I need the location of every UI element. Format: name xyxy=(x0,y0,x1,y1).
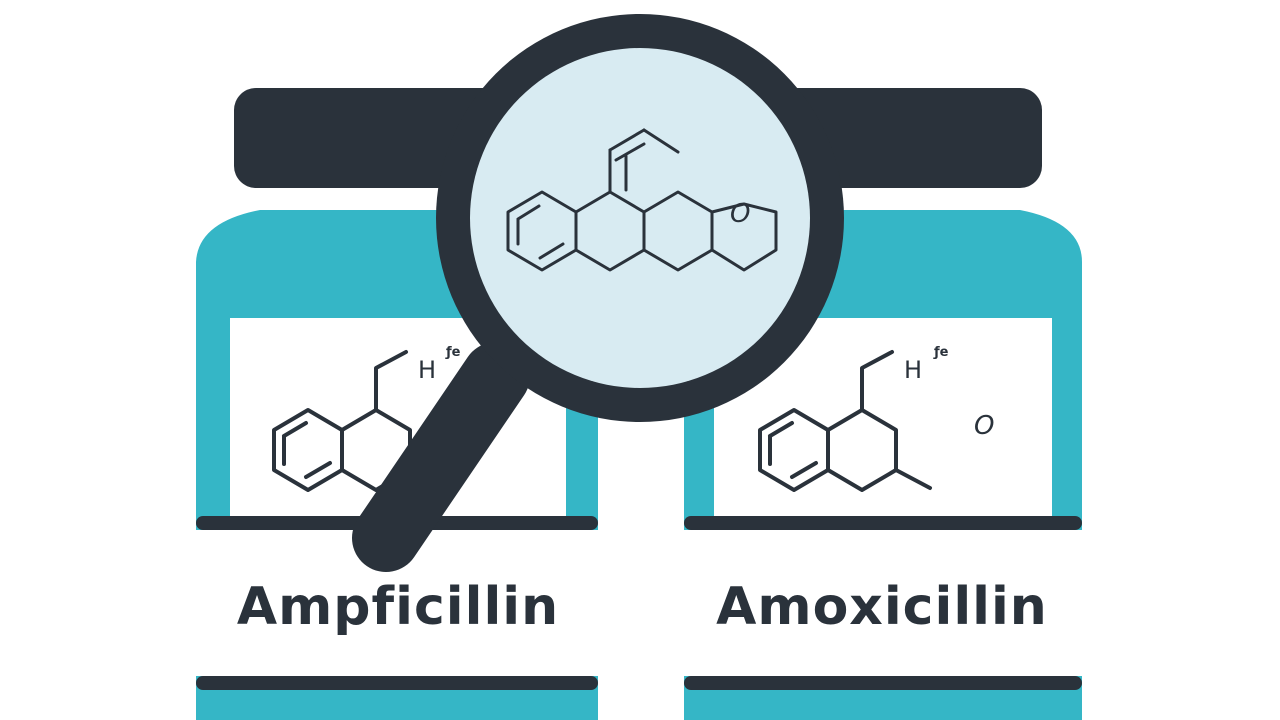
right-structure-superscript: ƒe xyxy=(933,345,949,360)
magnified-molecule-structure xyxy=(506,128,778,272)
right-jar-name-panel xyxy=(684,530,1082,676)
right-structure-hydrogen-label: H xyxy=(904,356,922,384)
left-jar-lower-band xyxy=(196,676,598,690)
magnifying-glass-icon: O xyxy=(352,14,844,572)
magnifier-handle xyxy=(352,342,530,572)
magnified-oxygen-label: O xyxy=(730,199,750,229)
left-structure-hydrogen-label: H xyxy=(418,356,436,384)
magnifier-lens xyxy=(470,48,810,388)
right-jar: H ƒe O xyxy=(684,210,1082,720)
right-jar-lower-band xyxy=(684,676,1082,690)
right-jar-upper-band xyxy=(684,516,1082,530)
left-structure-superscript: ƒe xyxy=(445,345,461,360)
right-molecule-structure xyxy=(758,350,932,492)
left-drug-name: Ampficillin xyxy=(236,577,560,637)
right-drug-name: Amoxicillin xyxy=(716,577,1048,637)
right-structure-oxygen-label: O xyxy=(974,411,994,441)
